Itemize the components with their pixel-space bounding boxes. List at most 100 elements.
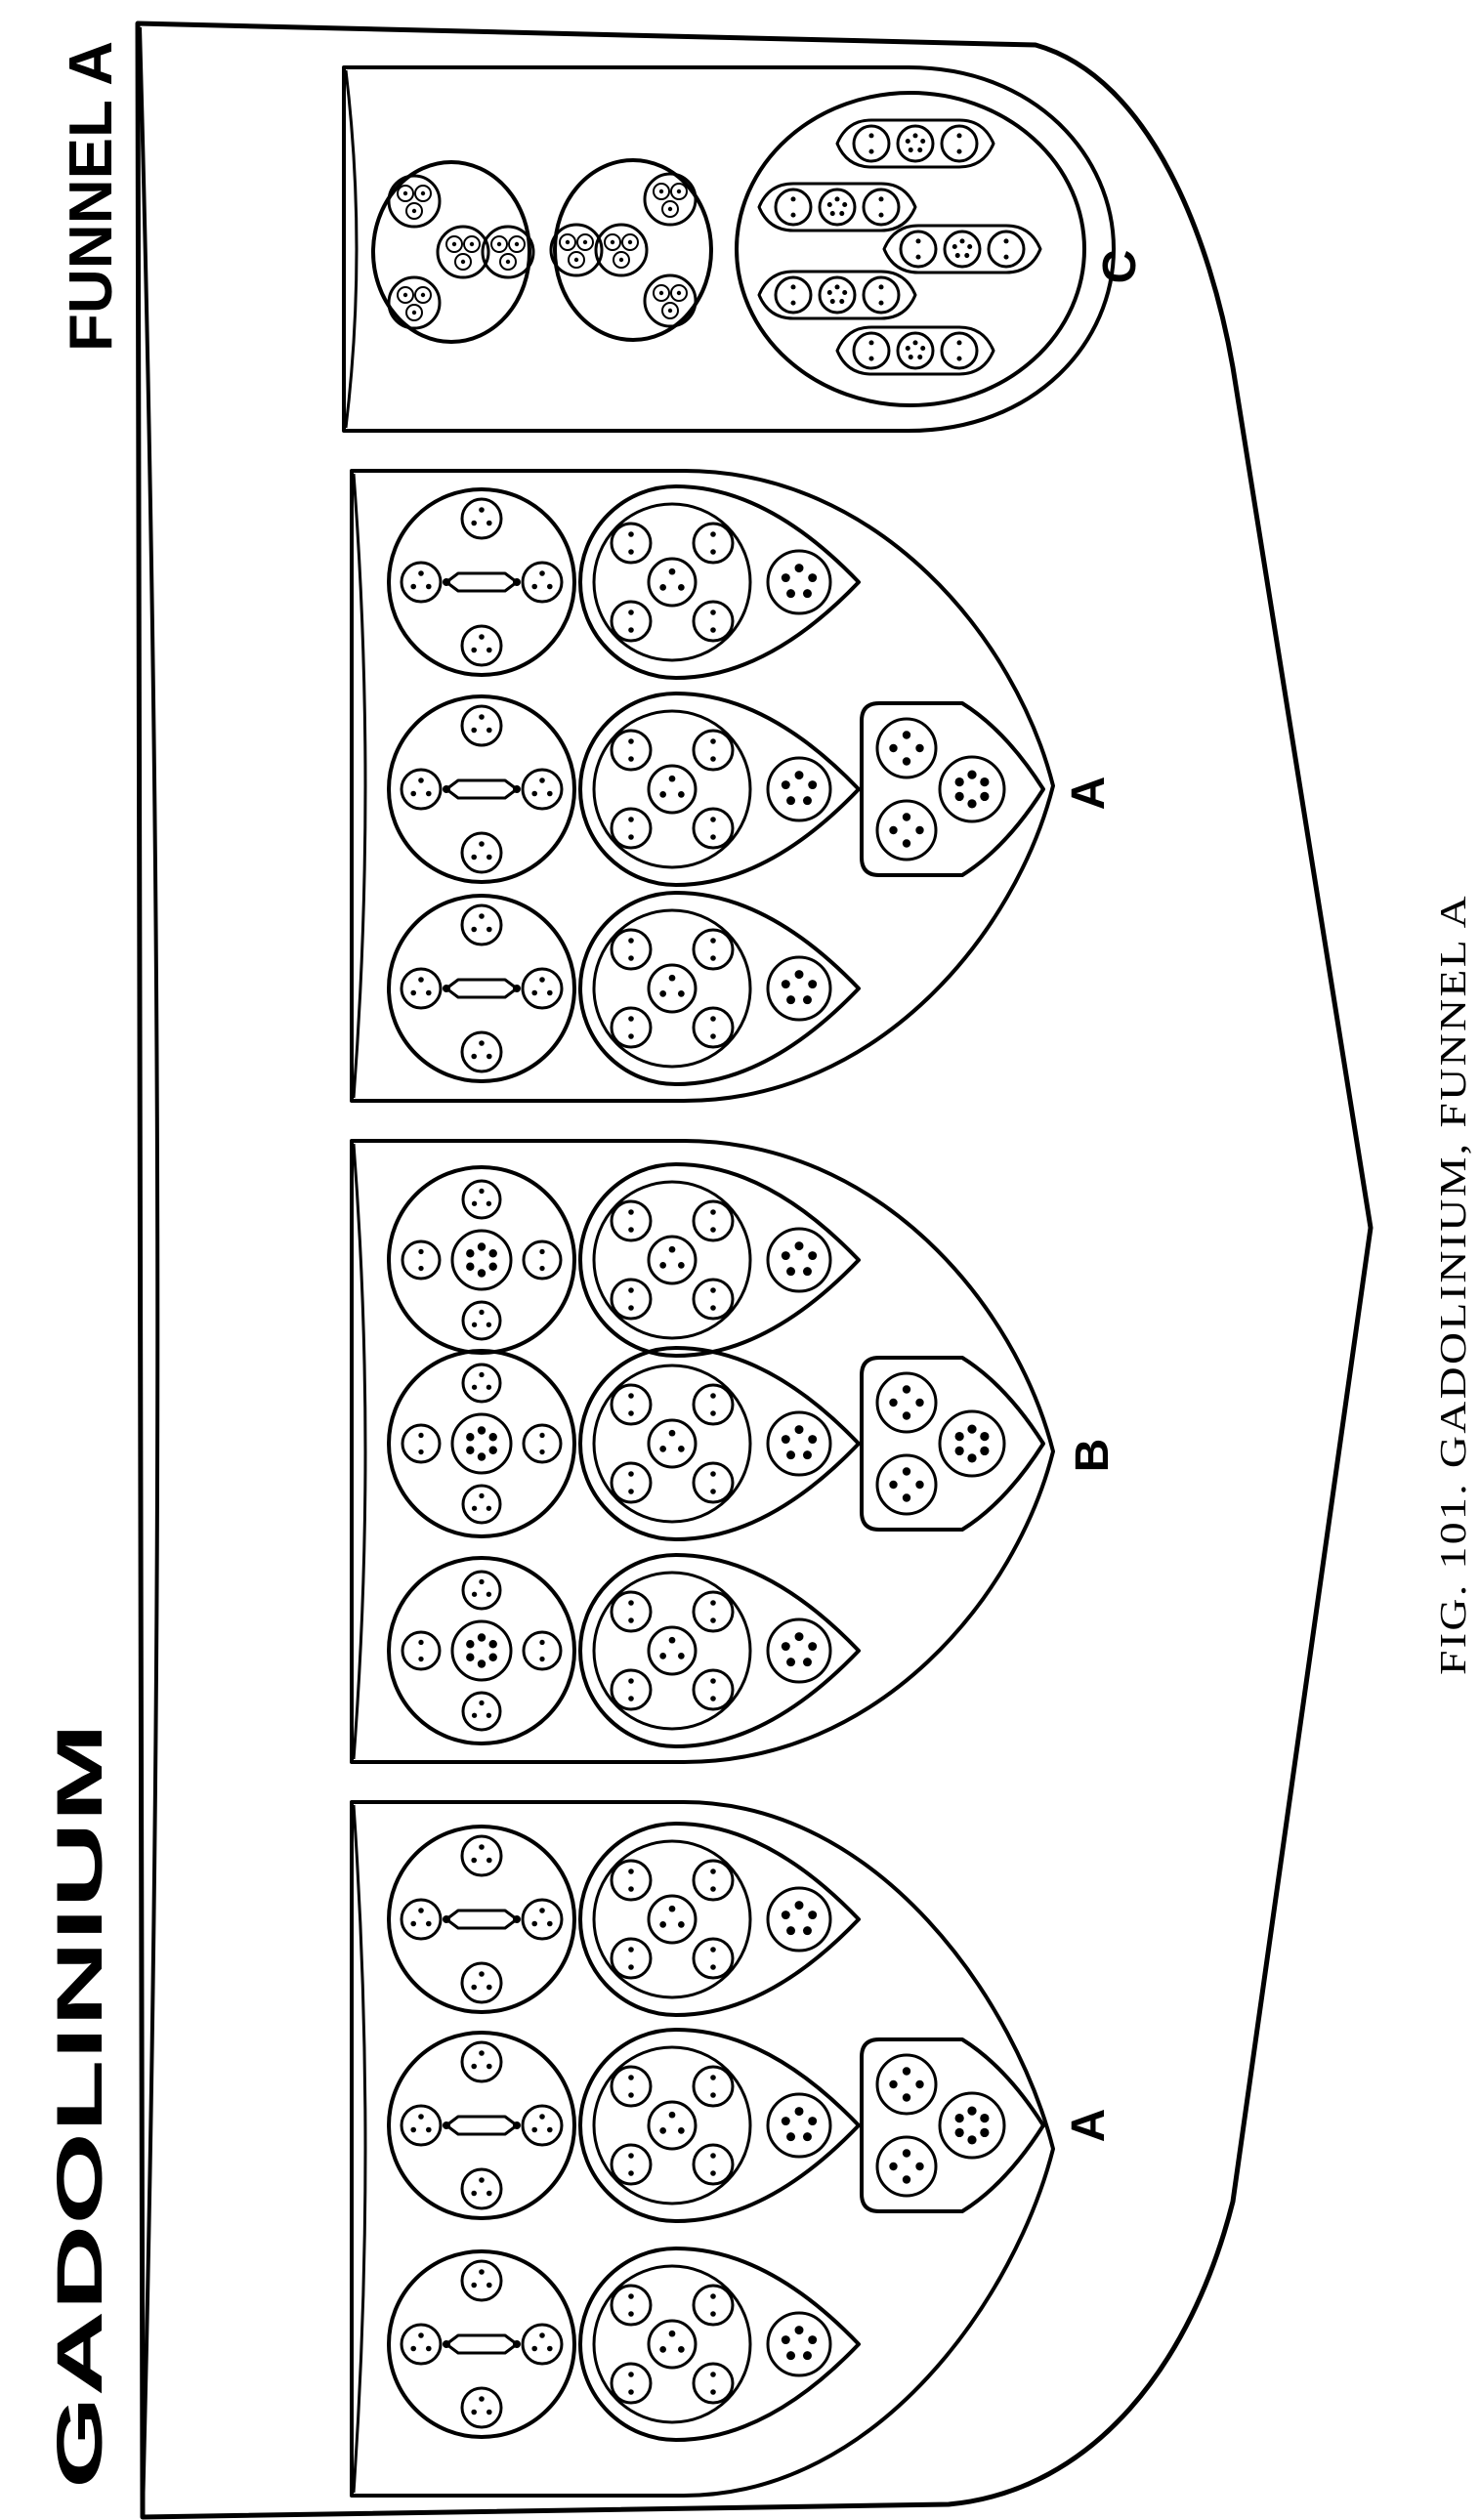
dot bbox=[628, 531, 634, 537]
segment-c-sphere bbox=[735, 91, 1086, 407]
dot bbox=[659, 584, 667, 591]
dot bbox=[967, 1424, 977, 1434]
atom bbox=[647, 557, 698, 608]
dot bbox=[668, 1245, 676, 1253]
dot bbox=[451, 241, 457, 247]
dot bbox=[471, 926, 478, 933]
lobe-outline bbox=[481, 225, 535, 279]
dot bbox=[469, 241, 475, 247]
dot bbox=[710, 756, 716, 762]
dot bbox=[477, 1633, 486, 1642]
dot bbox=[486, 1384, 492, 1390]
atom bbox=[401, 1423, 442, 1464]
dot bbox=[628, 2075, 634, 2080]
dot bbox=[628, 1964, 634, 1970]
dot bbox=[505, 259, 511, 265]
dot bbox=[915, 238, 921, 244]
dot bbox=[710, 1471, 716, 1477]
dot bbox=[710, 2153, 716, 2159]
dot bbox=[786, 995, 796, 1005]
dot bbox=[786, 1658, 796, 1667]
atom-outline bbox=[521, 2323, 564, 2366]
segment-row bbox=[387, 2028, 861, 2223]
trefoil-lobe bbox=[387, 174, 442, 229]
atom-outline bbox=[521, 561, 564, 604]
atom-outline bbox=[610, 1461, 653, 1504]
dot bbox=[808, 573, 818, 583]
dot bbox=[868, 356, 874, 361]
dot bbox=[539, 1656, 545, 1662]
dot bbox=[628, 1886, 634, 1892]
atom bbox=[692, 1937, 735, 1980]
dot bbox=[786, 1926, 796, 1936]
dot bbox=[710, 1869, 716, 1874]
atom-outline bbox=[875, 1371, 938, 1434]
atom bbox=[521, 2104, 564, 2147]
atom-outline bbox=[766, 756, 832, 822]
dot bbox=[677, 1653, 685, 1659]
atom bbox=[766, 1886, 832, 1953]
dot bbox=[912, 340, 918, 346]
lobe-sphere bbox=[653, 284, 670, 302]
atom-outline bbox=[766, 1227, 832, 1293]
segment-a-upper bbox=[350, 469, 1055, 1103]
dot bbox=[410, 583, 417, 590]
dot bbox=[980, 2113, 990, 2123]
lobe-sphere bbox=[414, 286, 432, 304]
atom bbox=[943, 230, 982, 269]
atom bbox=[610, 2065, 653, 2108]
atom-outline bbox=[692, 1937, 735, 1980]
dot bbox=[917, 355, 923, 360]
dot bbox=[710, 2293, 716, 2299]
dot bbox=[628, 2293, 634, 2299]
atom-outline bbox=[692, 2362, 735, 2405]
dot bbox=[668, 1636, 676, 1644]
dot bbox=[786, 1267, 796, 1277]
lobe-sphere bbox=[414, 185, 432, 202]
lobe-sphere bbox=[604, 233, 621, 251]
teardrop bbox=[578, 692, 861, 887]
dot bbox=[486, 1591, 492, 1597]
atom-outline bbox=[647, 1894, 698, 1945]
dot bbox=[677, 1262, 685, 1269]
atom-outline bbox=[461, 1179, 502, 1220]
atom bbox=[460, 2259, 503, 2302]
atom-outline bbox=[692, 600, 735, 643]
dot bbox=[677, 1921, 685, 1928]
dot bbox=[915, 1480, 924, 1490]
dot bbox=[710, 549, 716, 555]
atom-outline bbox=[940, 331, 979, 370]
atom bbox=[460, 903, 503, 946]
dot bbox=[628, 2311, 634, 2317]
lobe-sphere bbox=[568, 251, 585, 269]
dot bbox=[710, 1964, 716, 1970]
dot bbox=[802, 1267, 812, 1277]
lobe-sphere bbox=[397, 286, 414, 304]
dot bbox=[668, 567, 676, 575]
teardrop-sphere bbox=[592, 908, 752, 1069]
dot bbox=[628, 1209, 634, 1215]
dot bbox=[902, 839, 911, 848]
trefoil-lobe bbox=[643, 273, 698, 328]
dot bbox=[967, 799, 977, 809]
dot bbox=[868, 133, 874, 139]
dot bbox=[902, 757, 911, 766]
dot bbox=[842, 201, 848, 208]
dot bbox=[668, 1429, 676, 1437]
atom bbox=[610, 2284, 653, 2327]
dot bbox=[667, 308, 673, 314]
dot bbox=[410, 989, 417, 996]
dot bbox=[418, 2114, 424, 2120]
atom bbox=[460, 1834, 503, 1877]
teardrop bbox=[578, 2247, 861, 2442]
atom-outline bbox=[818, 188, 857, 227]
dot bbox=[418, 570, 424, 576]
atom-outline bbox=[610, 600, 653, 643]
dot bbox=[466, 1446, 475, 1454]
atom-outline bbox=[460, 903, 503, 946]
lozenge bbox=[757, 270, 917, 320]
lobe-sphere bbox=[653, 183, 670, 200]
figure-caption: FIG. 101. GADOLINIUM, FUNNEL A bbox=[1433, 894, 1474, 1675]
dot bbox=[802, 1658, 812, 1667]
lobe-sphere bbox=[405, 304, 423, 321]
